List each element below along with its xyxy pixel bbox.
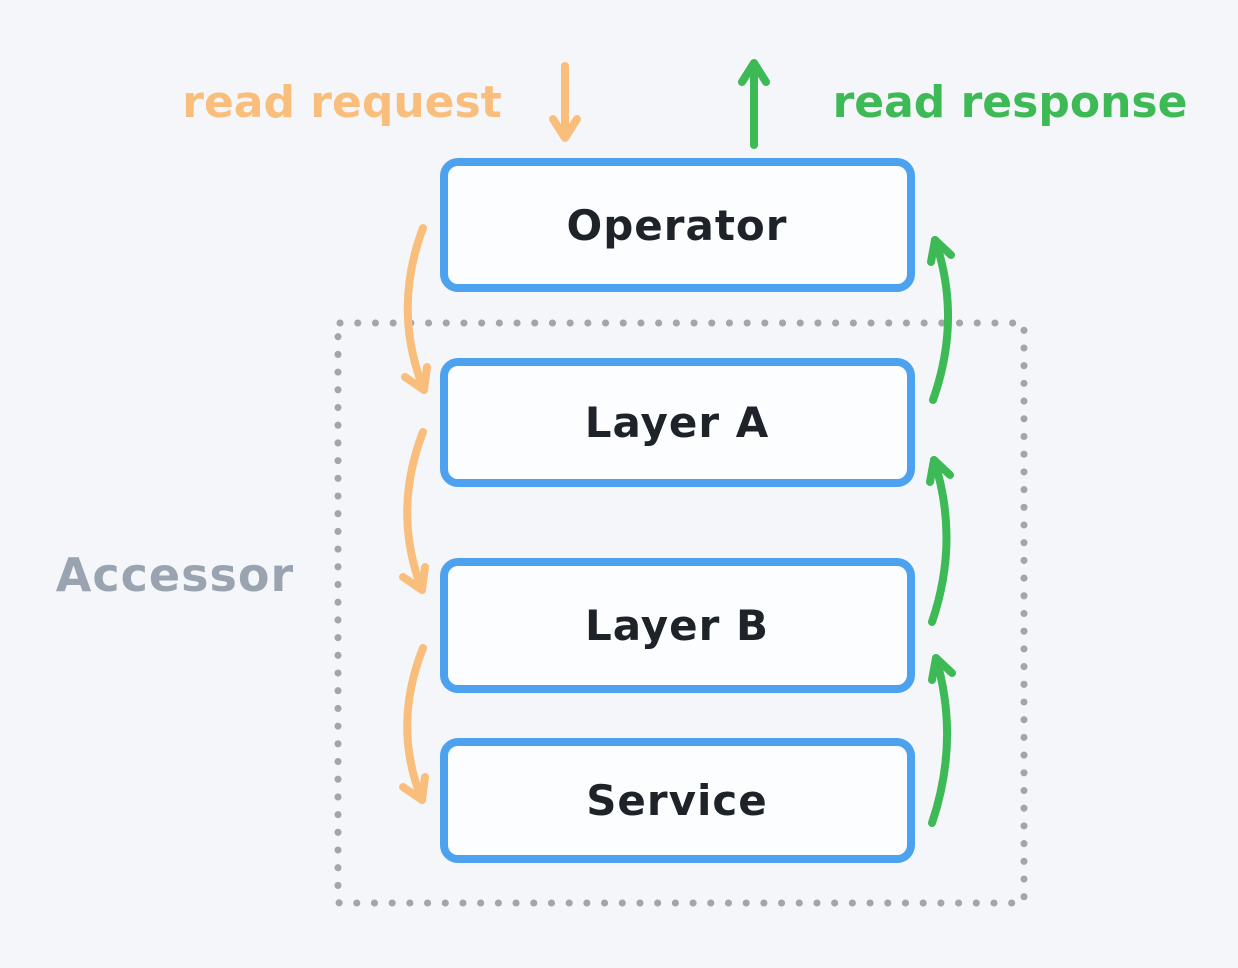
accessor-container-frame [334,319,1028,907]
arrow-head [928,654,956,684]
arrow-head [549,115,581,142]
arrow-head [738,59,770,86]
node-layer-a-label: Layer A [585,398,770,447]
response-arrow-layer-b-to-layer-a [926,456,954,626]
arrow-head [399,563,429,594]
read-request-label: read request [182,77,501,128]
read-response-up-arrow-icon [738,59,770,149]
arrow-shaft [929,236,952,404]
node-operator-box [440,158,915,292]
arrow-shaft [928,456,951,626]
read-response-label: read response [833,77,1188,128]
node-service: Service [440,738,915,863]
request-flow-arrows [399,224,431,804]
arrow-shaft [403,224,428,394]
node-layer-b-box [440,558,915,693]
node-layer-a: Layer A [440,358,915,487]
node-service-box [440,738,915,863]
node-layer-b-label: Layer B [585,601,769,650]
arrow-head [401,363,431,394]
arrow-head [927,236,955,266]
node-layer-b: Layer B [440,558,915,693]
node-layer-a-box [440,358,915,487]
arrow-shaft [403,428,427,594]
arrow-shaft [928,654,952,827]
response-flow-arrows [926,236,956,827]
read-request-down-arrow-icon [549,62,581,142]
node-operator-label: Operator [567,201,788,250]
node-operator: Operator [440,158,915,292]
accessor-container-label: Accessor [56,548,294,602]
request-arrow-layer-b-to-service [399,644,429,804]
arrow-shaft [403,644,427,804]
response-arrow-service-to-layer-b [928,654,956,827]
response-arrow-layer-a-to-operator [927,236,955,404]
request-arrow-operator-to-layer-a [401,224,431,394]
request-arrow-layer-a-to-layer-b [399,428,429,594]
node-service-label: Service [586,776,768,825]
arrow-head [399,773,429,804]
arrow-head [926,456,954,486]
